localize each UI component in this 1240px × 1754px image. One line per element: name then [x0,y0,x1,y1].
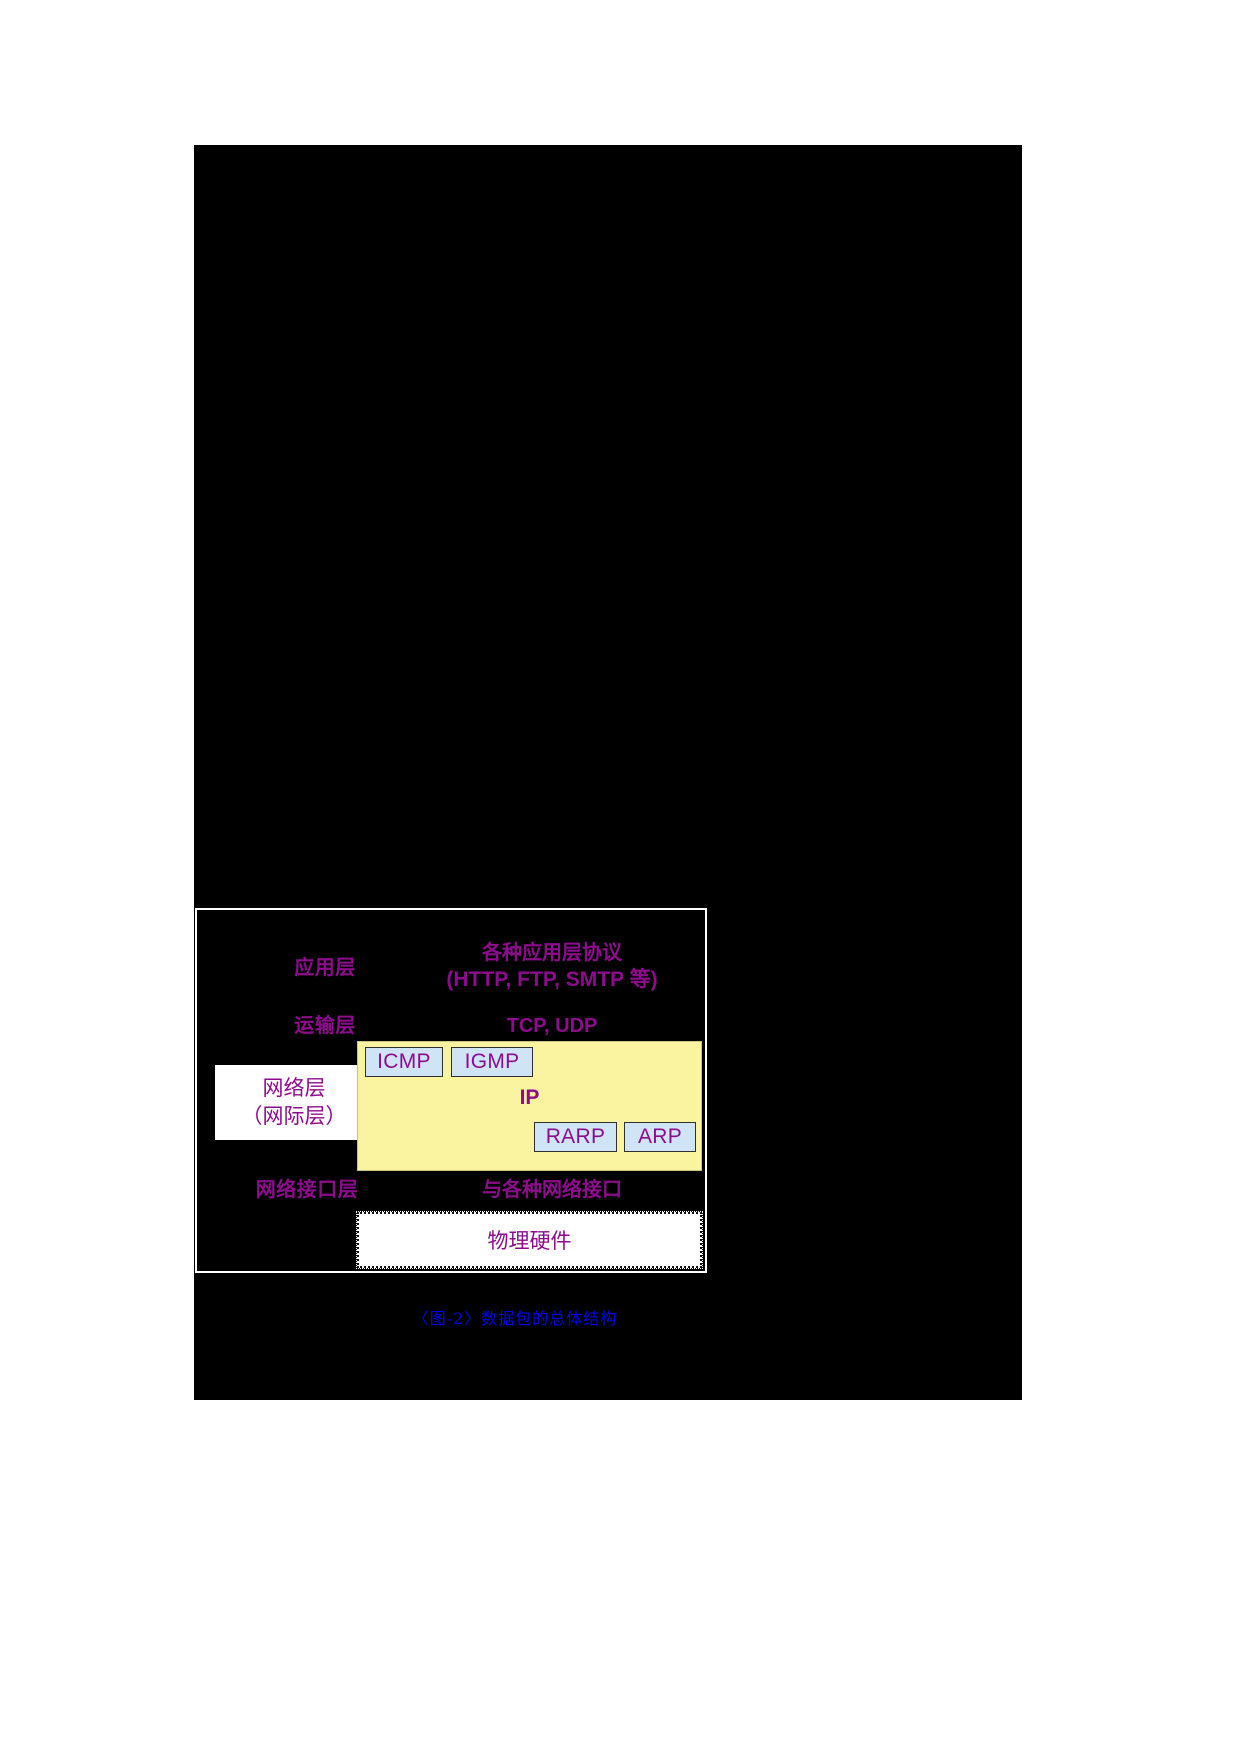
application-protocols-line-2: (HTTP, FTP, SMTP 等) [446,968,658,992]
layer-label-transport: 运输层 [294,1014,356,1037]
layer-label-application: 应用层 [294,956,356,979]
protocol-chip-rarp[interactable]: RARP [534,1122,617,1152]
protocol-chip-icmp[interactable]: ICMP [365,1047,443,1077]
network-layer-name-line-1: 网络层 [262,1076,326,1101]
network-layer-name-line-2: （网际层） [241,1103,347,1128]
figure-caption: 〈图-2〉数据包的总体结构 [412,1309,618,1328]
ip-protocol-label: IP [519,1086,540,1109]
protocols-transport: TCP, UDP [506,1015,598,1037]
protocol-chip-arp[interactable]: ARP [624,1122,696,1152]
protocol-chip-igmp[interactable]: IGMP [451,1047,533,1077]
protocols-application: 各种应用层协议 (HTTP, FTP, SMTP 等) [407,932,697,1002]
application-protocols-line-1: 各种应用层协议 [482,942,622,965]
tcpip-protocol-stack-diagram: 应用层 各种应用层协议 (HTTP, FTP, SMTP 等) 运输层 TCP,… [195,908,707,1273]
network-layer-ip-region: IP ICMP IGMP RARP ARP [357,1041,702,1171]
layer-label-network-interface: 网络接口层 [255,1178,359,1201]
layer-label-network: 网络层 （网际层） [215,1065,373,1140]
protocols-network-interface: 与各种网络接口 [482,1179,622,1201]
physical-hardware-box: 物理硬件 [356,1211,703,1269]
